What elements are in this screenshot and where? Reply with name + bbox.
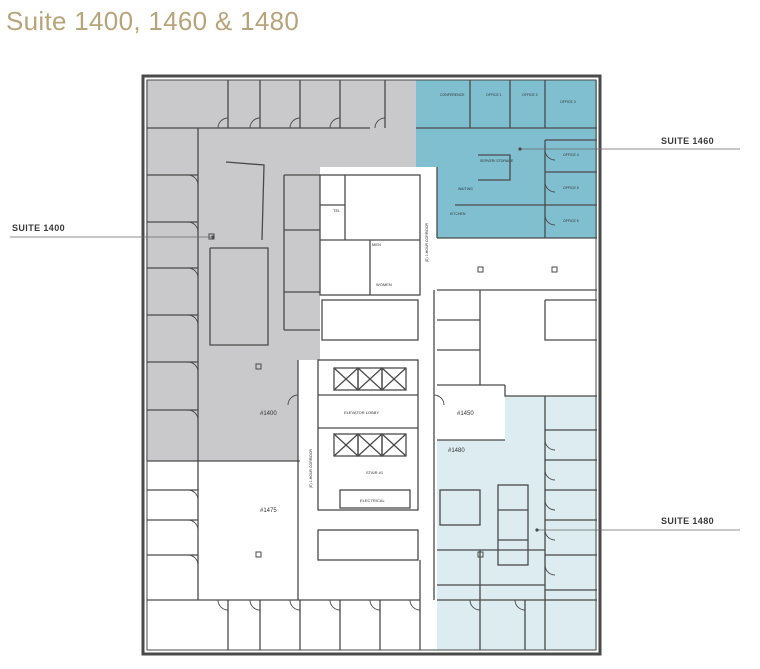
label-stair: STAIR #1: [366, 470, 384, 475]
building-outline: [141, 74, 602, 656]
door-swings: [187, 117, 556, 611]
suite-1460-area[interactable]: [416, 80, 597, 238]
callout-suite-1480: SUITE 1480: [661, 516, 715, 526]
label-office-5: OFFICE 5: [563, 186, 579, 190]
label-kitchen: KITCHEN: [450, 212, 466, 216]
label-waiting: WAITING: [458, 187, 473, 191]
label-elevator-lobby: ELEVATOR LOBBY: [344, 410, 379, 415]
label-office-6: OFFICE 6: [563, 219, 579, 223]
label-corridor-lower: (E) 1-HOUR CORRIDOR: [309, 448, 313, 488]
label-women: WOMEN: [376, 282, 392, 287]
suite-1400-area[interactable]: [146, 80, 416, 461]
label-office-1: OFFICE 1: [486, 93, 502, 97]
label-office-4: OFFICE 4: [563, 153, 579, 157]
label-men: MEN: [372, 242, 381, 247]
page-title: Suite 1400, 1460 & 1480: [6, 6, 300, 36]
label-office-2: OFFICE 2: [522, 93, 538, 97]
label-conference: CONFERENCE: [440, 93, 465, 97]
callout-suite-1400: SUITE 1400: [12, 223, 66, 233]
label-office-3: OFFICE 3: [560, 100, 576, 104]
label-suite-1450: #1450: [457, 411, 474, 417]
label-suite-1400: #1400: [260, 411, 277, 417]
callout-suite-1460: SUITE 1460: [661, 136, 715, 146]
label-server-storage: SERVER/ STORAGE: [480, 159, 514, 163]
label-suite-1480: #1480: [448, 448, 465, 454]
label-tel: TEL: [333, 208, 341, 213]
label-suite-1475: #1475: [260, 508, 277, 514]
label-electrical: ELECTRICAL: [360, 498, 385, 503]
label-corridor-upper: (E) 1-HOUR CORRIDOR: [425, 222, 429, 262]
suite-1480-area[interactable]: [437, 396, 597, 650]
